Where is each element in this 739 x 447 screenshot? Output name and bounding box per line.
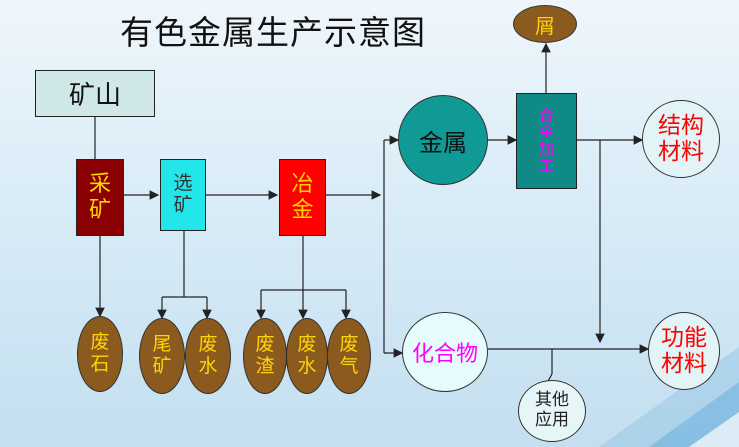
- node-metallurgy: 冶金: [279, 159, 326, 236]
- node-chips: 屑: [513, 5, 577, 43]
- node-structural-materials: 结构材料: [642, 100, 720, 178]
- node-functional-materials-label: 功能材料: [661, 324, 707, 377]
- node-waste-rock: 废石: [77, 316, 123, 392]
- node-waste-water-dressing-label: 废水: [198, 333, 218, 377]
- node-alloy-processing-label: 合金加工: [538, 105, 554, 176]
- node-tailings-label: 尾矿: [152, 333, 172, 377]
- node-mining: 采矿: [76, 159, 124, 236]
- node-mining-label: 采矿: [88, 172, 111, 223]
- node-metallurgy-label: 冶金: [291, 172, 314, 223]
- page-title: 有色金属生产示意图: [120, 13, 426, 52]
- node-compound: 化合物: [402, 312, 488, 392]
- node-other-applications-label: 其他应用: [535, 390, 569, 430]
- node-chips-label: 屑: [535, 13, 555, 38]
- node-waste-water-dressing: 废水: [185, 318, 231, 394]
- node-waste-water-smelting: 废水: [286, 318, 328, 394]
- node-waste-slag: 废渣: [243, 318, 287, 394]
- node-waste-slag-label: 废渣: [255, 333, 275, 377]
- node-mine: 矿山: [35, 70, 155, 117]
- node-alloy-processing: 合金加工: [516, 93, 577, 189]
- node-mine-label: 矿山: [68, 81, 121, 111]
- node-waste-water-smelting-label: 废水: [297, 333, 317, 377]
- node-waste-rock-label: 废石: [90, 331, 110, 375]
- node-functional-materials: 功能材料: [648, 312, 720, 390]
- node-ore-dressing-label: 选矿: [173, 172, 193, 216]
- node-ore-dressing: 选矿: [160, 159, 206, 231]
- node-waste-gas-label: 废气: [339, 333, 359, 377]
- node-waste-gas: 废气: [327, 318, 371, 394]
- node-other-applications: 其他应用: [518, 380, 586, 442]
- node-metal-label: 金属: [419, 128, 467, 157]
- node-structural-materials-label: 结构材料: [658, 112, 704, 165]
- node-metal: 金属: [398, 95, 488, 185]
- node-compound-label: 化合物: [411, 342, 478, 367]
- node-tailings: 尾矿: [139, 318, 185, 394]
